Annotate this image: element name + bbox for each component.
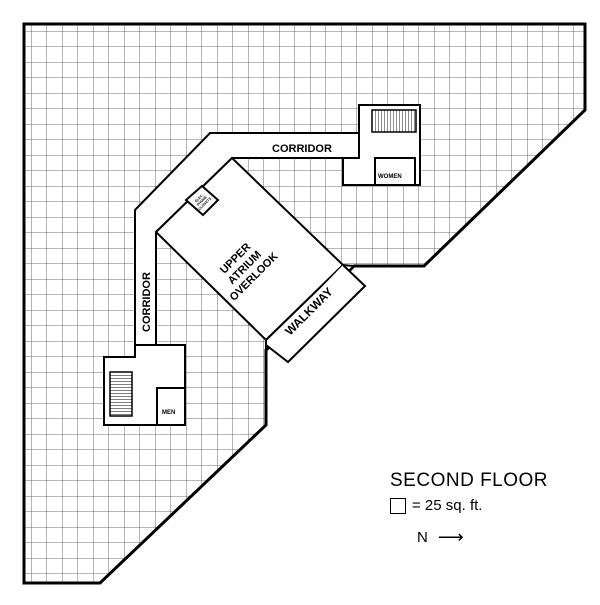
closet-label-line-1: ELEC. <box>194 193 204 203</box>
corridor-left-label: CORRIDOR <box>141 272 153 332</box>
men-room <box>156 387 186 426</box>
north-arrow-icon: ⟶ <box>437 527 464 547</box>
scale-legend: = 25 sq. ft. <box>390 497 482 514</box>
floor-title: SECOND FLOOR <box>390 470 549 491</box>
north-label: N <box>417 529 428 546</box>
corridor-top-label: CORRIDOR <box>272 143 332 155</box>
lower-stair <box>109 371 133 417</box>
grid-square-swatch <box>390 497 406 514</box>
women-room <box>374 157 416 186</box>
scale-note: = 25 sq. ft. <box>412 497 483 514</box>
north-indicator: N ⟶ <box>417 527 464 548</box>
elec-phone-closet <box>184 184 220 217</box>
upper-stair <box>371 109 417 133</box>
men-label: MEN <box>162 410 175 416</box>
women-label: WOMEN <box>378 174 402 180</box>
